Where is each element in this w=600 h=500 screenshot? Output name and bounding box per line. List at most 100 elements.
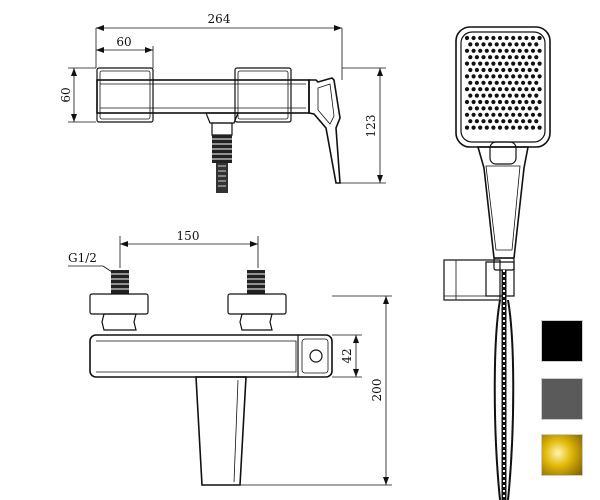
nozzle <box>530 35 536 41</box>
nozzle <box>501 119 506 124</box>
nozzle <box>521 106 526 111</box>
nozzle <box>471 112 476 117</box>
nozzle <box>511 48 516 53</box>
nozzle <box>537 74 542 79</box>
nozzle <box>474 106 479 111</box>
nozzle <box>517 74 522 79</box>
nozzle <box>521 80 526 85</box>
nozzle <box>527 55 532 60</box>
nozzle <box>468 42 473 47</box>
nozzle <box>527 93 532 98</box>
nozzle <box>514 93 519 98</box>
nozzle <box>484 48 489 53</box>
nozzle <box>478 74 483 79</box>
finish-swatch-gunmetal[interactable] <box>541 378 583 420</box>
hand-shower <box>443 26 551 500</box>
nozzle <box>514 106 519 111</box>
nozzle <box>488 93 493 98</box>
nozzle <box>530 125 536 130</box>
nozzle <box>484 112 489 117</box>
nozzle <box>530 61 536 66</box>
nozzle <box>468 119 473 124</box>
nozzle <box>514 55 519 60</box>
nozzle <box>507 42 512 47</box>
nozzle <box>497 74 503 79</box>
top-view: 264 60 60 123 <box>59 12 386 193</box>
nozzle <box>468 106 473 111</box>
nozzle <box>507 55 512 60</box>
nozzle <box>464 112 470 117</box>
nozzle <box>488 119 493 124</box>
nozzle <box>497 35 503 41</box>
nozzle <box>484 125 489 130</box>
nozzle <box>491 125 496 130</box>
nozzle <box>517 112 522 117</box>
nozzle <box>530 74 536 79</box>
nozzle <box>468 67 473 73</box>
finish-swatch-gold[interactable] <box>541 434 583 476</box>
nozzle <box>497 112 503 117</box>
nozzle <box>504 48 509 53</box>
nozzle <box>514 67 519 73</box>
nozzle <box>471 61 476 66</box>
nozzle <box>471 35 476 41</box>
nozzle <box>488 67 493 73</box>
nozzle <box>534 67 539 73</box>
nozzle <box>504 125 509 130</box>
nozzle <box>511 125 516 130</box>
nozzle <box>494 67 499 73</box>
finish-swatch-black[interactable] <box>541 320 583 362</box>
nozzle <box>494 119 499 124</box>
nozzle <box>488 80 493 85</box>
nozzle <box>494 55 499 60</box>
nozzle <box>527 106 532 111</box>
nozzle <box>478 112 483 117</box>
nozzle <box>507 119 512 124</box>
nozzle <box>501 42 506 47</box>
nozzle <box>468 55 473 60</box>
nozzle <box>474 55 479 60</box>
nozzle <box>511 61 516 66</box>
dim-spout-drop: 200 <box>370 379 384 402</box>
nozzle <box>478 125 483 130</box>
nozzle <box>524 74 529 79</box>
nozzle <box>511 99 516 105</box>
nozzle <box>524 99 529 105</box>
nozzle <box>484 35 489 41</box>
nozzle <box>507 80 512 85</box>
nozzle <box>537 125 542 130</box>
nozzle <box>501 80 506 85</box>
nozzle <box>471 125 476 130</box>
nozzle <box>524 125 529 130</box>
nozzle <box>497 125 503 130</box>
nozzle <box>537 48 542 53</box>
nozzle <box>468 93 473 98</box>
nozzle <box>488 42 493 47</box>
nozzle <box>524 112 529 117</box>
nozzle <box>534 42 539 47</box>
nozzle <box>471 87 476 92</box>
nozzle <box>537 61 542 66</box>
nozzle <box>488 106 493 111</box>
nozzle <box>514 119 519 124</box>
nozzle <box>471 99 476 105</box>
nozzle <box>491 99 496 105</box>
nozzle <box>501 106 506 111</box>
nozzle-grid <box>464 35 542 130</box>
nozzle <box>494 42 499 47</box>
nozzle <box>474 80 479 85</box>
nozzle <box>537 35 542 41</box>
nozzle <box>511 74 516 79</box>
nozzle <box>534 55 539 60</box>
nozzle <box>517 61 522 66</box>
nozzle <box>530 87 536 92</box>
nozzle <box>507 106 512 111</box>
nozzle <box>504 35 509 41</box>
nozzle <box>527 80 532 85</box>
nozzle <box>530 112 536 117</box>
nozzle <box>521 55 526 60</box>
nozzle <box>491 74 496 79</box>
nozzle <box>524 61 529 66</box>
nozzle <box>511 112 516 117</box>
nozzle <box>481 67 486 73</box>
